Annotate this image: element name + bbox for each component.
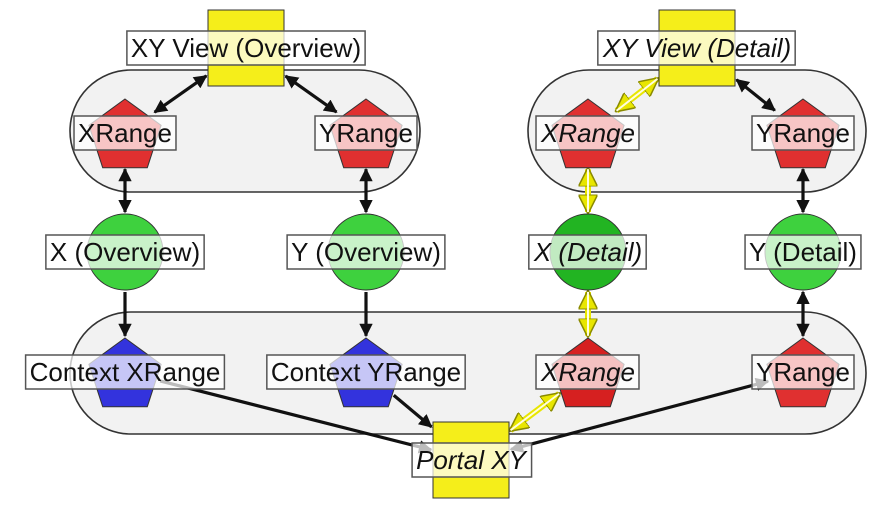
node-label-box xyxy=(286,234,446,270)
node-label-box xyxy=(528,234,647,270)
node-label-box xyxy=(73,115,177,151)
node-label-text: XY View (Detail) xyxy=(602,33,791,63)
node-label-text: XRange xyxy=(540,357,635,387)
node-label-box xyxy=(411,442,533,478)
ctx-y-label[interactable]: Context YRange xyxy=(266,354,466,390)
x-dt-label[interactable]: X (Detail) xyxy=(528,234,647,270)
edge-xy-overview-to-yrange-ov[interactable] xyxy=(284,74,338,114)
node-label-text: X (Overview) xyxy=(50,237,200,267)
edge-ctx-x-to-portal[interactable] xyxy=(159,379,433,454)
node-label-text: Context XRange xyxy=(30,357,221,387)
xy-detail-label[interactable]: XY View (Detail) xyxy=(597,30,796,66)
node-label-text: X (Detail) xyxy=(533,237,642,267)
xrange-ov-label[interactable]: XRange xyxy=(73,115,177,151)
node-label-text: XRange xyxy=(78,118,172,148)
yrange-ov-label[interactable]: YRange xyxy=(314,115,418,151)
node-label-box xyxy=(535,115,640,151)
node-label-box xyxy=(314,115,418,151)
node-label-text: Y (Detail) xyxy=(749,237,857,267)
yrange-dt-label[interactable]: YRange xyxy=(751,115,855,151)
xrange-dt-label[interactable]: XRange xyxy=(535,115,640,151)
node-label-text: XY View (Overview) xyxy=(131,33,361,63)
y-ov-label[interactable]: Y (Overview) xyxy=(286,234,446,270)
x-ov-label[interactable]: X (Overview) xyxy=(45,234,205,270)
node-label-box xyxy=(24,354,226,390)
node-label-text: Y (Overview) xyxy=(291,237,441,267)
portal-label[interactable]: Portal XY xyxy=(411,442,533,478)
edge-xy-detail-to-yrange-dt[interactable] xyxy=(735,78,776,112)
ctx-x-label[interactable]: Context XRange xyxy=(24,354,226,390)
node-label-box xyxy=(751,354,855,390)
node-label-text: YRange xyxy=(756,118,850,148)
edge-ctx-y-to-portal[interactable] xyxy=(392,394,433,429)
node-label-text: YRange xyxy=(756,357,850,387)
yrange-pt-label[interactable]: YRange xyxy=(751,354,855,390)
node-label-box xyxy=(535,354,640,390)
edge-xy-overview-to-xrange-ov[interactable] xyxy=(153,74,208,114)
edge-yrange-pt-to-portal[interactable] xyxy=(509,377,770,453)
xy-overview-label[interactable]: XY View (Overview) xyxy=(126,30,366,66)
node-label-text: Context YRange xyxy=(271,357,461,387)
node-label-box xyxy=(751,115,855,151)
edge-highlight-core xyxy=(615,78,659,112)
node-label-box xyxy=(266,354,466,390)
node-label-text: XRange xyxy=(540,118,635,148)
node-label-text: YRange xyxy=(319,118,413,148)
node-label-box xyxy=(744,234,862,270)
y-dt-label[interactable]: Y (Detail) xyxy=(744,234,862,270)
node-label-box xyxy=(126,30,366,66)
node-label-box xyxy=(597,30,796,66)
xrange-pt-label[interactable]: XRange xyxy=(535,354,640,390)
node-label-text: Portal XY xyxy=(416,445,527,475)
edge-layer xyxy=(118,74,810,454)
node-label-box xyxy=(45,234,205,270)
